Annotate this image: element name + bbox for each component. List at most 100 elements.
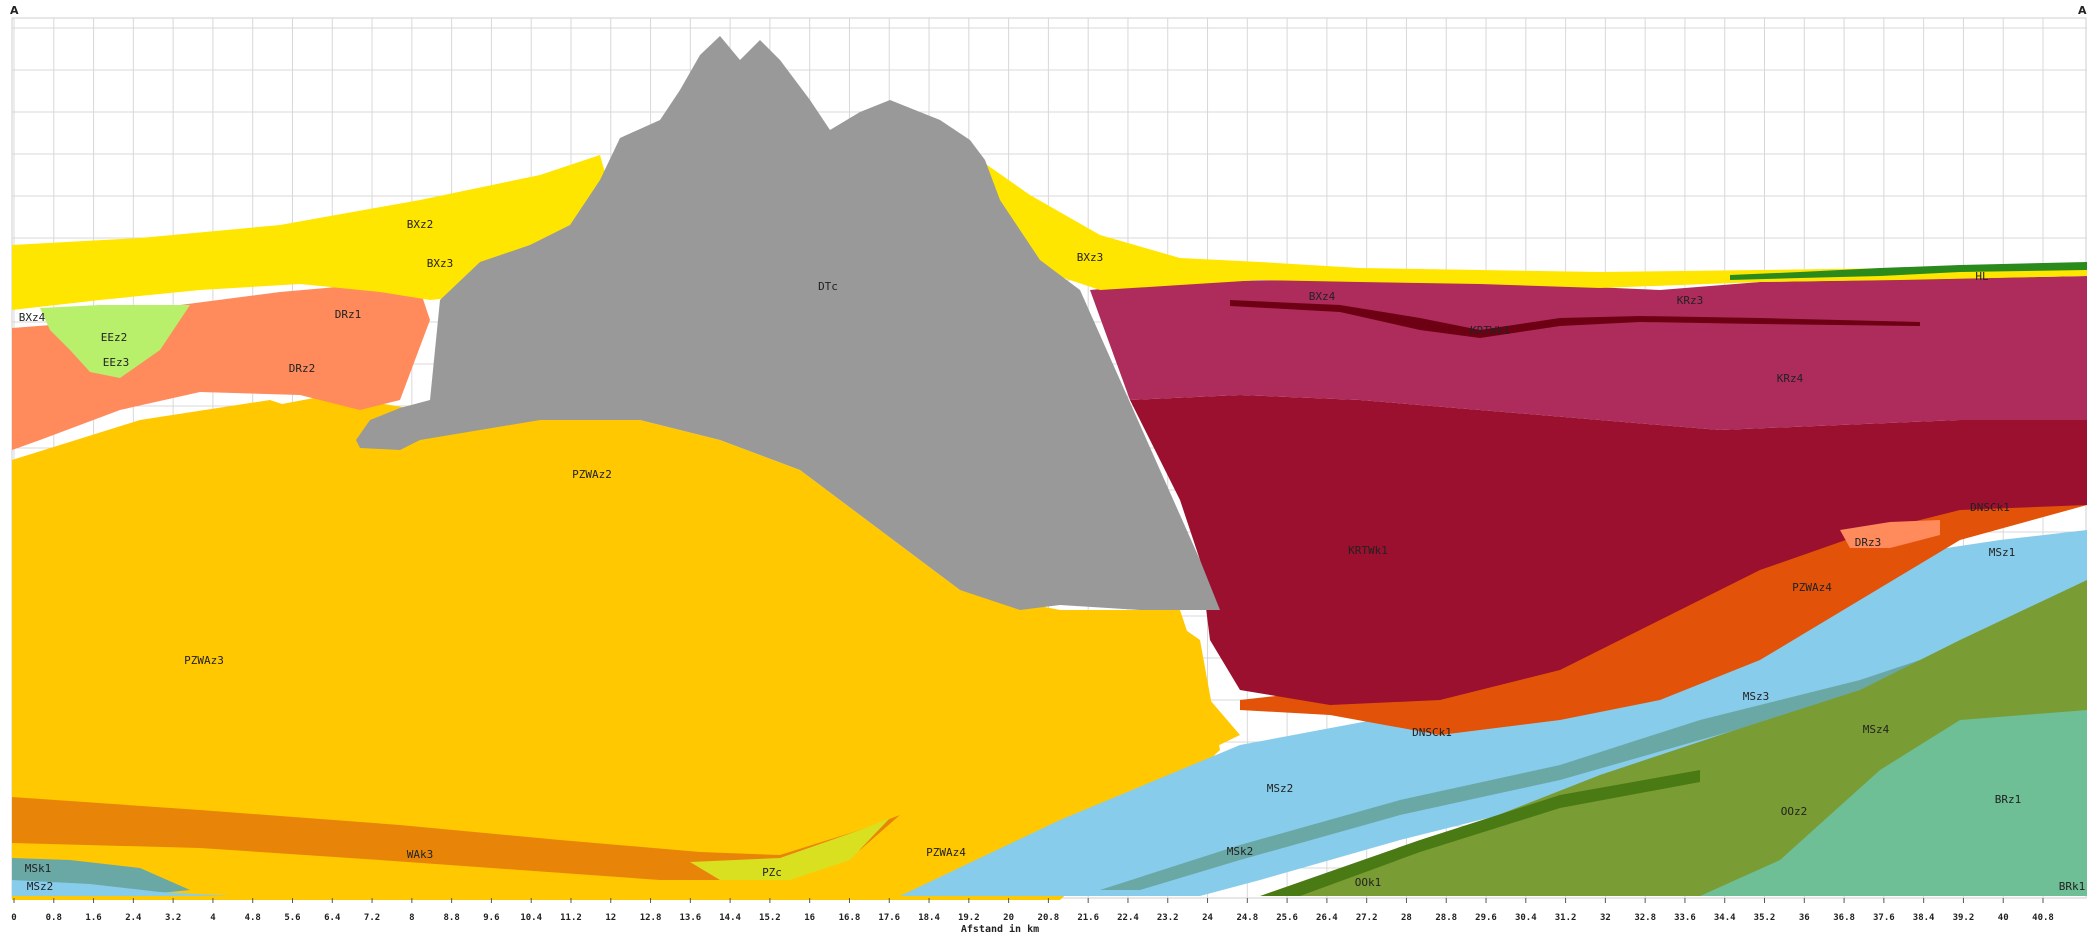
x-tick-label: 0.8 — [46, 913, 62, 923]
x-tick-label: 14.4 — [719, 913, 741, 923]
x-tick-label: 32.8 — [1634, 913, 1656, 923]
x-tick-label: 33.6 — [1674, 913, 1696, 923]
x-tick-label: 8 — [409, 913, 414, 923]
unit-MSz1 — [1690, 530, 2087, 690]
x-tick-label: 12 — [605, 913, 616, 923]
x-tick-label: 9.6 — [483, 913, 499, 923]
unit-label-MSz2a: MSz2 — [1267, 782, 1294, 795]
x-tick-label: 16.8 — [839, 913, 861, 923]
x-tick-label: 28.8 — [1435, 913, 1457, 923]
x-tick-label: 5.6 — [284, 913, 300, 923]
x-tick-label: 4 — [210, 913, 216, 923]
x-tick-label: 39.2 — [1953, 913, 1975, 923]
x-tick-label: 7.2 — [364, 913, 380, 923]
x-tick-label: 3.2 — [165, 913, 181, 923]
x-tick-label: 15.2 — [759, 913, 781, 923]
x-tick-label: 19.2 — [958, 913, 980, 923]
x-tick-label: 18.4 — [918, 913, 940, 923]
section-end-label: A' — [2078, 4, 2087, 17]
unit-EEz2 — [40, 305, 190, 378]
unit-HL — [1730, 262, 2087, 280]
unit-label-MSz3: MSz3 — [1743, 690, 1770, 703]
unit-WAk3 — [12, 797, 900, 880]
x-tick-label: 32 — [1600, 913, 1611, 923]
unit-label-HL: HL — [1975, 270, 1989, 283]
x-tick-label: 24 — [1202, 913, 1213, 923]
unit-label-KRTWk1b: KRTWk1 — [1470, 324, 1510, 337]
layers — [12, 36, 2087, 900]
x-tick-label: 26.4 — [1316, 913, 1338, 923]
x-tick-label: 35.2 — [1754, 913, 1776, 923]
x-tick-label: 2.4 — [125, 913, 142, 923]
unit-label-BXz2: BXz2 — [407, 218, 434, 231]
x-tick-label: 20 — [1003, 913, 1014, 923]
unit-label-DRz2: DRz2 — [289, 362, 316, 375]
x-tick-label: 1.6 — [85, 913, 101, 923]
unit-label-OOz2: OOz2 — [1781, 805, 1808, 818]
unit-label-DNSCk1a: DNSCk1 — [1412, 726, 1452, 739]
unit-label-PZc: PZc — [762, 866, 782, 879]
unit-label-DRz3: DRz3 — [1855, 536, 1882, 549]
unit-MSz2-left — [12, 880, 230, 896]
unit-label-MSk2: MSk2 — [1227, 845, 1254, 858]
x-tick-label: 37.6 — [1873, 913, 1895, 923]
unit-label-PZWAz3: PZWAz3 — [184, 654, 224, 667]
unit-label-DTc: DTc — [818, 280, 838, 293]
x-tick-label: 23.2 — [1157, 913, 1179, 923]
x-tick-label: 20.8 — [1038, 913, 1060, 923]
unit-label-KRz3: KRz3 — [1677, 294, 1704, 307]
x-tick-label: 6.4 — [324, 913, 341, 923]
unit-label-DNSCk1b: DNSCk1 — [1970, 501, 2010, 514]
unit-label-BRk1: BRk1 — [2059, 880, 2086, 893]
unit-label-PZWAz2: PZWAz2 — [572, 468, 612, 481]
x-tick-label: 11.2 — [560, 913, 582, 923]
x-tick-label: 30.4 — [1515, 913, 1537, 923]
x-tick-label: 29.6 — [1475, 913, 1497, 923]
unit-label-BXz3b: BXz3 — [1077, 251, 1104, 264]
unit-label-BXz4b: BXz4 — [1309, 290, 1336, 303]
x-tick-label: 12.8 — [640, 913, 662, 923]
unit-KRTWk1 — [1130, 395, 2087, 705]
unit-KRz4 — [1090, 278, 2087, 430]
unit-BRz1 — [1700, 710, 2087, 896]
x-tick-label: 22.4 — [1117, 913, 1139, 923]
x-tick-label: 24.8 — [1236, 913, 1258, 923]
unit-label-DRz1: DRz1 — [335, 308, 362, 321]
x-tick-label: 0 — [11, 913, 16, 923]
unit-label-EEz3: EEz3 — [103, 356, 130, 369]
x-tick-label: 34.4 — [1714, 913, 1736, 923]
x-tick-label: 13.6 — [679, 913, 701, 923]
unit-DRz3 — [1840, 520, 1940, 548]
x-tick-label: 16 — [804, 913, 815, 923]
x-tick-label: 17.6 — [878, 913, 900, 923]
x-tick-label: 36.8 — [1833, 913, 1855, 923]
x-tick-label: 38.4 — [1913, 913, 1935, 923]
x-tick-label: 31.2 — [1555, 913, 1577, 923]
x-axis-title: Afstand in km — [961, 923, 1039, 935]
x-tick-label: 40.8 — [2032, 913, 2054, 923]
x-tick-label: 40 — [1998, 913, 2009, 923]
section-start-label: A — [10, 4, 19, 17]
x-tick-label: 21.6 — [1077, 913, 1099, 923]
unit-KRTWk1-band — [1230, 300, 1920, 338]
x-tick-label: 27.2 — [1356, 913, 1378, 923]
x-tick-label: 36 — [1799, 913, 1810, 923]
unit-label-BXz4a: BXz4 — [19, 311, 46, 324]
unit-label-MSk1: MSk1 — [25, 862, 52, 875]
unit-label-EEz2: EEz2 — [101, 331, 128, 344]
unit-label-PZWAz4a: PZWAz4 — [926, 846, 966, 859]
unit-label-WAk3: WAk3 — [407, 848, 434, 861]
unit-label-MSz1: MSz1 — [1989, 546, 2016, 559]
x-tick-label: 8.8 — [443, 913, 459, 923]
unit-BXz3 — [980, 160, 2087, 290]
x-tick-label: 10.4 — [520, 913, 542, 923]
x-tick-label: 28 — [1401, 913, 1412, 923]
unit-label-MSz2b: MSz2 — [27, 880, 54, 893]
unit-label-BXz3a: BXz3 — [427, 257, 454, 270]
unit-MSk2 — [1100, 600, 2087, 890]
unit-label-KRTWk1: KRTWk1 — [1348, 544, 1388, 557]
unit-PZWAz2 — [12, 400, 1240, 900]
unit-label-BRz1: BRz1 — [1995, 793, 2022, 806]
